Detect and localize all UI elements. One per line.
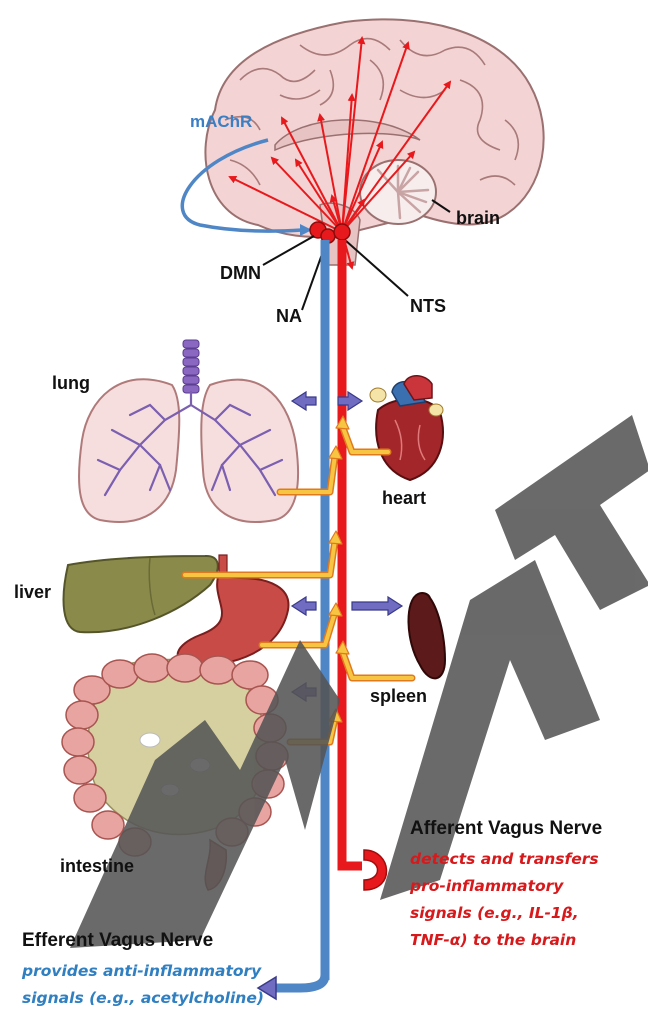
machr-label: mAChR	[190, 112, 252, 132]
spleen-illustration	[408, 593, 445, 678]
afferent-title: Afferent Vagus Nerve	[410, 818, 602, 840]
na-label: NA	[276, 306, 302, 327]
spleen-label: spleen	[370, 686, 427, 707]
afferent-line: detects and transfers	[410, 846, 599, 873]
afferent-line: signals (e.g., IL-1β,	[410, 900, 599, 927]
efferent-title: Efferent Vagus Nerve	[22, 930, 213, 952]
afferent-line: TNF-α) to the brain	[410, 927, 599, 954]
efferent-line: signals (e.g., acetylcholine)	[22, 985, 264, 1012]
nts-label: NTS	[410, 296, 446, 317]
efferent-line: provides anti-inflammatory	[22, 958, 264, 985]
brain-label: brain	[456, 208, 500, 229]
liver-illustration	[64, 556, 218, 632]
intestine-label: intestine	[60, 856, 134, 877]
lung-label: lung	[52, 373, 90, 394]
liver-label: liver	[14, 582, 51, 603]
lung-illustration	[79, 340, 298, 522]
heart-label: heart	[382, 488, 426, 509]
afferent-description: detects and transfers pro-inflammatory s…	[410, 846, 599, 954]
afferent-line: pro-inflammatory	[410, 873, 599, 900]
heart-illustration	[370, 376, 443, 480]
dmn-label: DMN	[220, 263, 261, 284]
nts-nucleus	[334, 224, 350, 240]
afferent-nerve	[342, 240, 387, 890]
efferent-description: provides anti-inflammatory signals (e.g.…	[22, 958, 264, 1012]
